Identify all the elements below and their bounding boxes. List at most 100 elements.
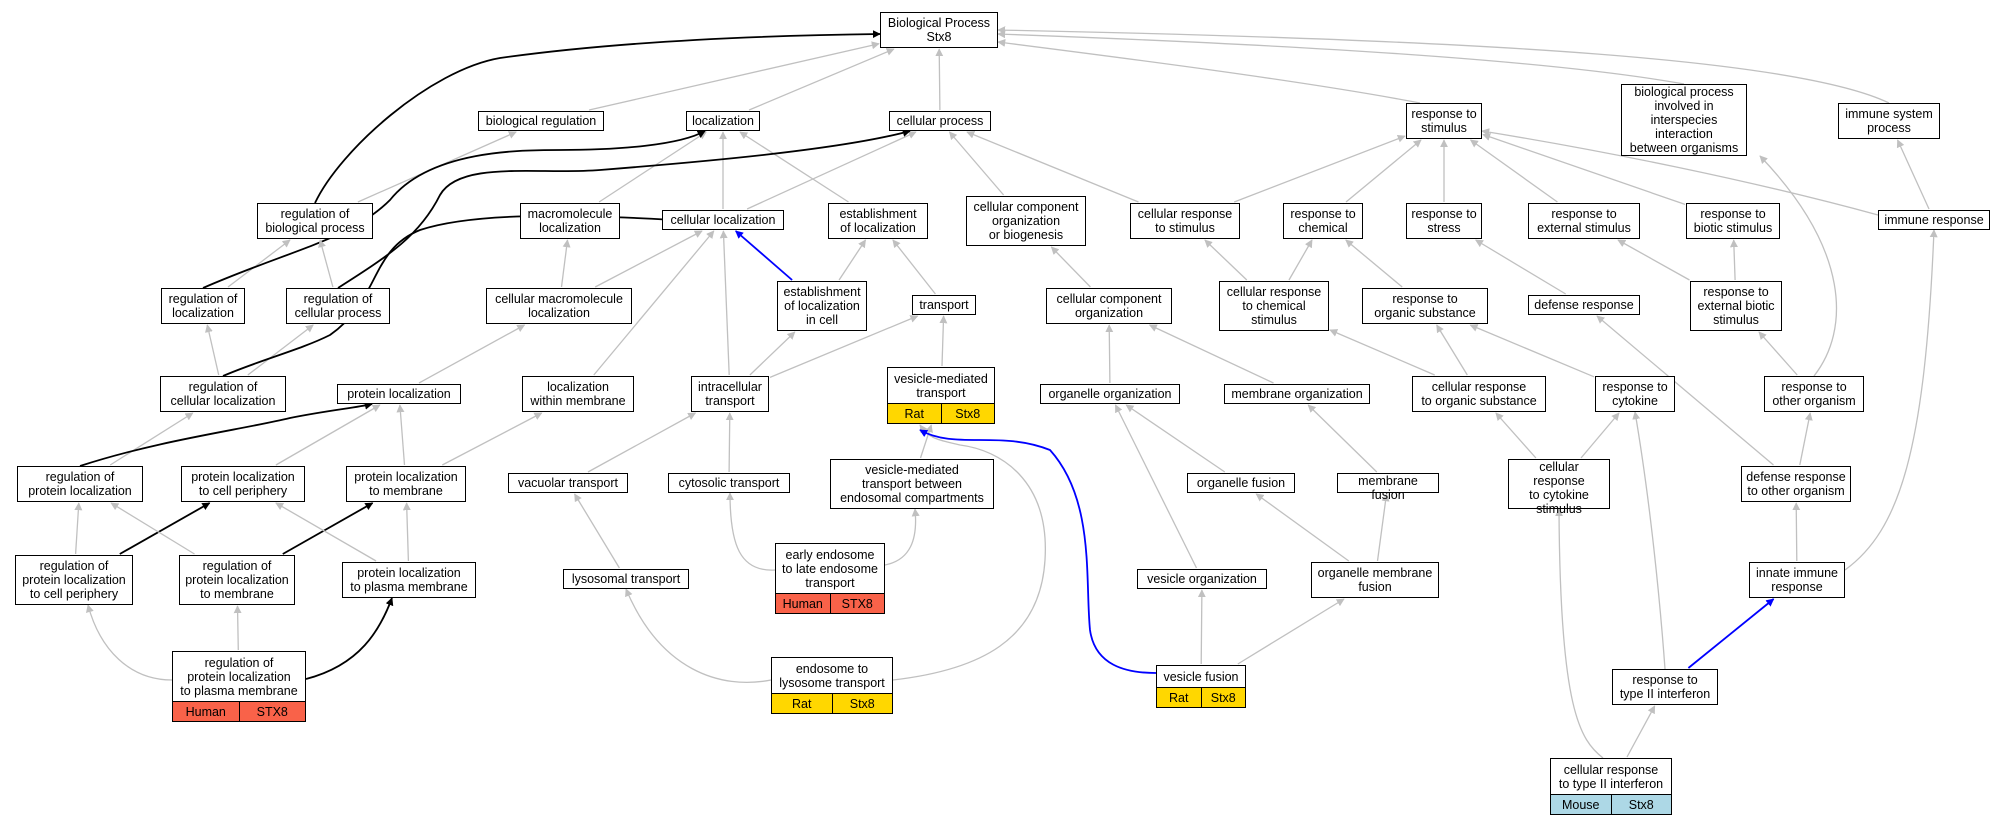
- go-term-estloc[interactable]: establishment of localization: [828, 203, 928, 239]
- go-term-respbiotic[interactable]: response to biotic stimulus: [1686, 203, 1780, 239]
- edge-bioreg-to-bp: [588, 41, 880, 111]
- go-term-label: macromolecule localization: [527, 207, 613, 235]
- edge-regloc-to-regbp: [227, 239, 291, 288]
- edge-orgfusion-to-orgorg: [1125, 404, 1226, 473]
- edge-protloccellper-to-protloc: [275, 404, 381, 466]
- edge-respbiotic-to-respstim: [1482, 133, 1686, 206]
- go-term-protloccellper[interactable]: protein localization to cell periphery: [181, 466, 305, 502]
- go-term-regprotloc[interactable]: regulation of protein localization: [17, 466, 143, 502]
- go-term-regloc[interactable]: regulation of localization: [161, 288, 245, 324]
- go-term-regcellproc[interactable]: regulation of cellular process: [286, 288, 390, 324]
- go-term-earlyendo[interactable]: early endosome to late endosome transpor…: [775, 543, 885, 614]
- go-term-label: vesicle-mediated transport: [894, 371, 988, 400]
- go-term-label: vesicle fusion: [1163, 669, 1239, 684]
- go-term-label: defense response to other organism: [1746, 470, 1846, 498]
- go-term-label: response to chemical: [1290, 207, 1356, 235]
- go-term-defrespother[interactable]: defense response to other organism: [1741, 466, 1851, 502]
- edge-regprotlocplasma-to-regprotlocmem: [233, 605, 242, 651]
- edge-resptoother-to-interspecies: [1759, 155, 1838, 377]
- go-term-estlocincell[interactable]: establishment of localization in cell: [777, 281, 867, 331]
- go-term-interspecies[interactable]: biological process involved in interspec…: [1621, 84, 1747, 156]
- annotation-species: Rat: [1169, 690, 1189, 705]
- edge-vesmedtrans-to-transport: [939, 315, 948, 367]
- go-term-label: membrane fusion: [1358, 474, 1418, 502]
- go-term-cellresporgsub[interactable]: cellular response to organic substance: [1412, 376, 1546, 412]
- go-term-label: immune system process: [1845, 107, 1933, 135]
- go-term-immsys[interactable]: immune system process: [1838, 103, 1940, 139]
- go-term-label: protein localization to membrane: [354, 470, 458, 498]
- go-term-cytotrans[interactable]: cytosolic transport: [668, 473, 790, 493]
- go-term-label: immune response: [1884, 213, 1984, 227]
- go-term-label: response to external stimulus: [1537, 207, 1631, 235]
- go-term-locwithinmem[interactable]: localization within membrane: [522, 376, 634, 412]
- go-term-innate[interactable]: innate immune response: [1749, 562, 1845, 598]
- go-term-cellloc[interactable]: cellular localization: [662, 210, 784, 230]
- go-term-defresp[interactable]: defense response: [1528, 295, 1640, 315]
- edge-orgmemfusion-to-memfusion: [1376, 493, 1390, 562]
- go-term-respextbiotic[interactable]: response to external biotic stimulus: [1690, 281, 1782, 331]
- go-term-regprotlocmem[interactable]: regulation of protein localization to me…: [179, 555, 295, 605]
- go-term-vesmedendo[interactable]: vesicle-mediated transport between endos…: [830, 459, 994, 509]
- edge-loc-to-bp: [748, 48, 895, 111]
- go-term-label: cytosolic transport: [678, 476, 780, 490]
- go-term-label: Biological Process Stx8: [887, 16, 991, 44]
- go-term-label: protein localization to cell periphery: [191, 470, 295, 498]
- edge-locwithinmem-to-cellloc: [593, 230, 715, 376]
- go-term-label: protein localization to plasma membrane: [350, 566, 468, 594]
- go-term-resptoother[interactable]: response to other organism: [1764, 376, 1864, 412]
- go-term-bioreg[interactable]: biological regulation: [478, 111, 604, 131]
- go-term-orgfusion[interactable]: organelle fusion: [1187, 473, 1295, 493]
- go-term-transport[interactable]: transport: [912, 295, 976, 315]
- edge-cellrespchem-to-respchem: [1288, 239, 1313, 281]
- go-term-respcytokine[interactable]: response to cytokine: [1595, 376, 1675, 412]
- go-term-cellrespchem[interactable]: cellular response to chemical stimulus: [1219, 281, 1329, 331]
- go-term-regbp[interactable]: regulation of biological process: [257, 203, 373, 239]
- go-term-label: establishment of localization: [839, 207, 917, 235]
- go-term-label: endosome to lysosome transport: [779, 661, 885, 690]
- edge-cellproc-to-bp: [935, 48, 944, 111]
- edge-cellresptypeII-to-cellrespcyto: [1555, 508, 1604, 759]
- go-term-label: organelle fusion: [1196, 476, 1286, 490]
- go-term-respext[interactable]: response to external stimulus: [1528, 203, 1640, 239]
- go-term-label: protein localization: [347, 387, 451, 401]
- go-term-label: organelle membrane fusion: [1317, 566, 1433, 594]
- go-term-respstress[interactable]: response to stress: [1406, 203, 1482, 239]
- go-term-regcellloc[interactable]: regulation of cellular localization: [160, 376, 286, 412]
- go-term-respstim[interactable]: response to stimulus: [1406, 103, 1482, 139]
- go-term-immresp[interactable]: immune response: [1878, 210, 1990, 230]
- go-term-orgmemfusion[interactable]: organelle membrane fusion: [1311, 562, 1439, 598]
- go-term-vactrans[interactable]: vacuolar transport: [508, 473, 628, 493]
- go-term-cellproc[interactable]: cellular process: [889, 111, 991, 131]
- go-term-memfusion[interactable]: membrane fusion: [1337, 473, 1439, 502]
- go-term-label: vacuolar transport: [517, 476, 619, 490]
- go-term-vesorg[interactable]: vesicle organization: [1137, 569, 1267, 589]
- go-term-regprotloccellper[interactable]: regulation of protein localization to ce…: [15, 555, 133, 605]
- edge-vesorg-to-orgorg: [1114, 404, 1198, 569]
- go-term-respchem[interactable]: response to chemical: [1283, 203, 1363, 239]
- go-term-orgorg[interactable]: organelle organization: [1040, 384, 1180, 404]
- go-term-protlocmem[interactable]: protein localization to membrane: [346, 466, 466, 502]
- go-term-protlocplasma[interactable]: protein localization to plasma membrane: [342, 562, 476, 598]
- go-term-loc[interactable]: localization: [686, 111, 760, 131]
- go-term-memorg[interactable]: membrane organization: [1224, 384, 1370, 404]
- go-term-ccorg[interactable]: cellular component organization or bioge…: [966, 196, 1086, 246]
- go-term-regprotlocplasma[interactable]: regulation of protein localization to pl…: [172, 651, 306, 722]
- edge-endolyso-to-vesmedtrans: [892, 424, 1046, 681]
- go-term-intracell[interactable]: intracellular transport: [691, 376, 769, 412]
- go-term-macroloc[interactable]: macromolecule localization: [520, 203, 620, 239]
- go-term-resptypeII[interactable]: response to type II interferon: [1612, 669, 1718, 705]
- go-term-ccorganiz[interactable]: cellular component organization: [1046, 288, 1172, 324]
- go-term-cellmacroloc[interactable]: cellular macromolecule localization: [486, 288, 632, 324]
- annotation-species: Rat: [792, 696, 812, 711]
- go-term-resporgsub[interactable]: response to organic substance: [1362, 288, 1488, 324]
- go-term-protloc[interactable]: protein localization: [337, 384, 461, 404]
- go-term-lysotrans[interactable]: lysosomal transport: [563, 569, 689, 589]
- go-term-cellrespstim[interactable]: cellular response to stimulus: [1130, 203, 1240, 239]
- go-term-label: intracellular transport: [698, 380, 762, 408]
- go-term-cellrespcyto[interactable]: cellular response to cytokine stimulus: [1508, 459, 1610, 516]
- go-term-bp[interactable]: Biological Process Stx8: [880, 12, 998, 48]
